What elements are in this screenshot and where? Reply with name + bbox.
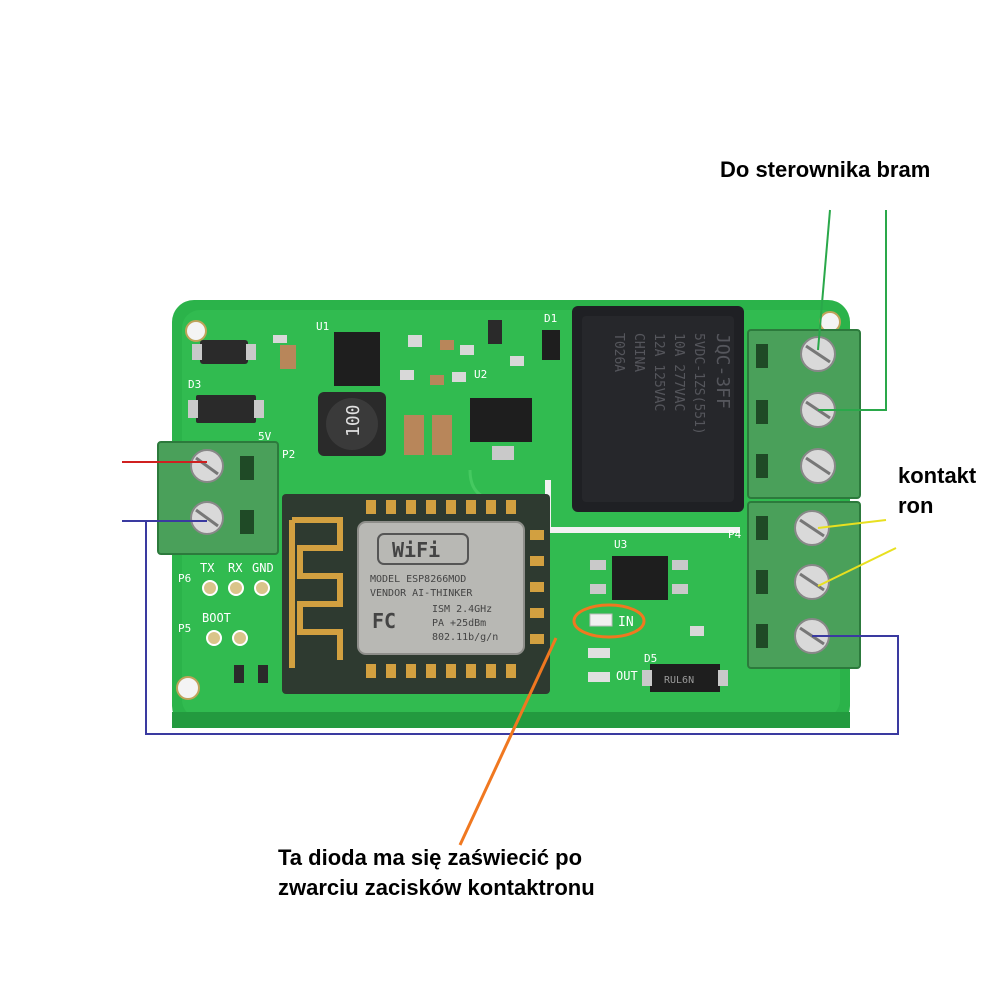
pcb-antenna bbox=[289, 517, 343, 668]
component-d1 bbox=[542, 330, 560, 360]
label-rx: RX bbox=[228, 561, 243, 575]
label-p6: P6 bbox=[178, 572, 191, 585]
led-note-line-2: zwarciu zacisków kontaktronu bbox=[278, 875, 595, 900]
fcc-logo: FC bbox=[372, 609, 396, 633]
pcb-bottom-edge bbox=[172, 712, 850, 728]
reed-contact-label-1: kontakt bbox=[898, 463, 977, 488]
component-u2 bbox=[470, 398, 532, 442]
svg-text:JQC-3FF: JQC-3FF bbox=[712, 333, 733, 409]
label-u2: U2 bbox=[474, 368, 487, 381]
svg-text:CHINA: CHINA bbox=[631, 333, 646, 372]
module-pads bbox=[366, 500, 544, 678]
label-5v: 5V bbox=[258, 430, 272, 443]
label-u3: U3 bbox=[614, 538, 627, 551]
svg-text:10A 277VAC: 10A 277VAC bbox=[671, 333, 686, 411]
label-p2: P2 bbox=[282, 448, 295, 461]
svg-text:12A 125VAC: 12A 125VAC bbox=[651, 333, 666, 411]
gate-controller-label: Do sterownika bram bbox=[720, 157, 931, 182]
label-d5: D5 bbox=[644, 652, 657, 665]
input-led bbox=[589, 613, 613, 627]
optocoupler-u3 bbox=[612, 556, 668, 600]
reed-wire-2 bbox=[817, 547, 897, 587]
reed-wire-1 bbox=[817, 519, 887, 529]
component-u1 bbox=[334, 332, 380, 386]
power-negative-wire bbox=[122, 520, 899, 735]
label-gnd: GND bbox=[252, 561, 274, 575]
relay-text: JQC-3FF 5VDC-1ZS(551) 10A 277VAC 12A 125… bbox=[611, 333, 733, 435]
label-d1: D1 bbox=[544, 312, 557, 325]
led-highlight bbox=[572, 603, 646, 639]
inductor-label: 100 bbox=[343, 404, 364, 437]
wifi-logo: WiFi bbox=[392, 538, 440, 562]
diode-label: RUL6N bbox=[664, 675, 694, 686]
led-note-line-1: Ta dioda ma się zaświecić po bbox=[278, 845, 583, 870]
label-p5: P5 bbox=[178, 622, 191, 635]
label-p4: P4 bbox=[728, 528, 742, 541]
label-in: IN bbox=[618, 615, 634, 630]
mounting-hole-top-left bbox=[185, 320, 207, 342]
module-ism: ISM 2.4GHz bbox=[432, 604, 492, 615]
label-d3: D3 bbox=[188, 378, 201, 391]
esp8266-shield bbox=[357, 521, 525, 655]
label-tx: TX bbox=[200, 561, 215, 575]
module-model: MODEL ESP8266MOD bbox=[370, 574, 466, 585]
gate-wire-1 bbox=[817, 209, 831, 351]
component-f1 bbox=[200, 340, 248, 364]
mounting-hole-bottom-left bbox=[176, 676, 200, 700]
reed-contact-label-2: ron bbox=[898, 493, 934, 518]
label-u1: U1 bbox=[316, 320, 329, 333]
label-boot: BOOT bbox=[202, 611, 231, 625]
module-std: 802.11b/g/n bbox=[432, 632, 498, 643]
component-d3 bbox=[196, 395, 256, 423]
module-vendor: VENDOR AI-THINKER bbox=[370, 588, 473, 599]
svg-text:5VDC-1ZS(551): 5VDC-1ZS(551) bbox=[691, 333, 706, 435]
svg-text:T026A: T026A bbox=[611, 333, 626, 372]
led-arrow bbox=[458, 637, 558, 846]
gate-wire-2 bbox=[818, 210, 887, 411]
module-pa: PA +25dBm bbox=[432, 618, 486, 629]
diode-d5 bbox=[650, 664, 720, 692]
label-out: OUT bbox=[616, 669, 638, 683]
